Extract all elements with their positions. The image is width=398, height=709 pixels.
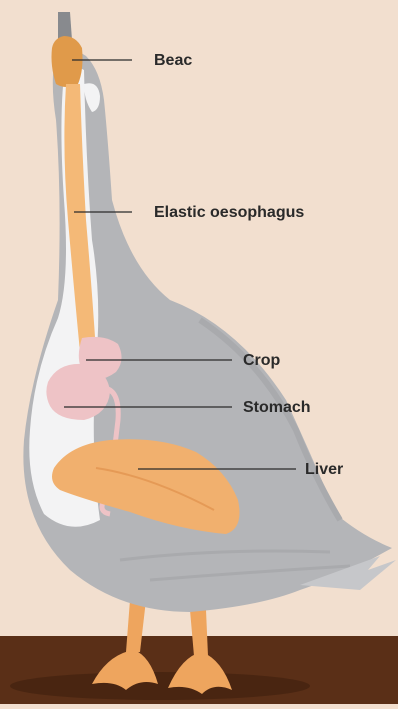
- beak-tip: [58, 12, 72, 40]
- label-beak: Beac: [154, 52, 192, 70]
- stomach: [46, 364, 110, 420]
- beak: [52, 36, 83, 87]
- label-crop: Crop: [243, 352, 280, 370]
- goose-shadow: [10, 672, 310, 700]
- label-oesophagus: Elastic oesophagus: [154, 204, 304, 222]
- label-stomach: Stomach: [243, 399, 311, 417]
- label-liver: Liver: [305, 461, 343, 479]
